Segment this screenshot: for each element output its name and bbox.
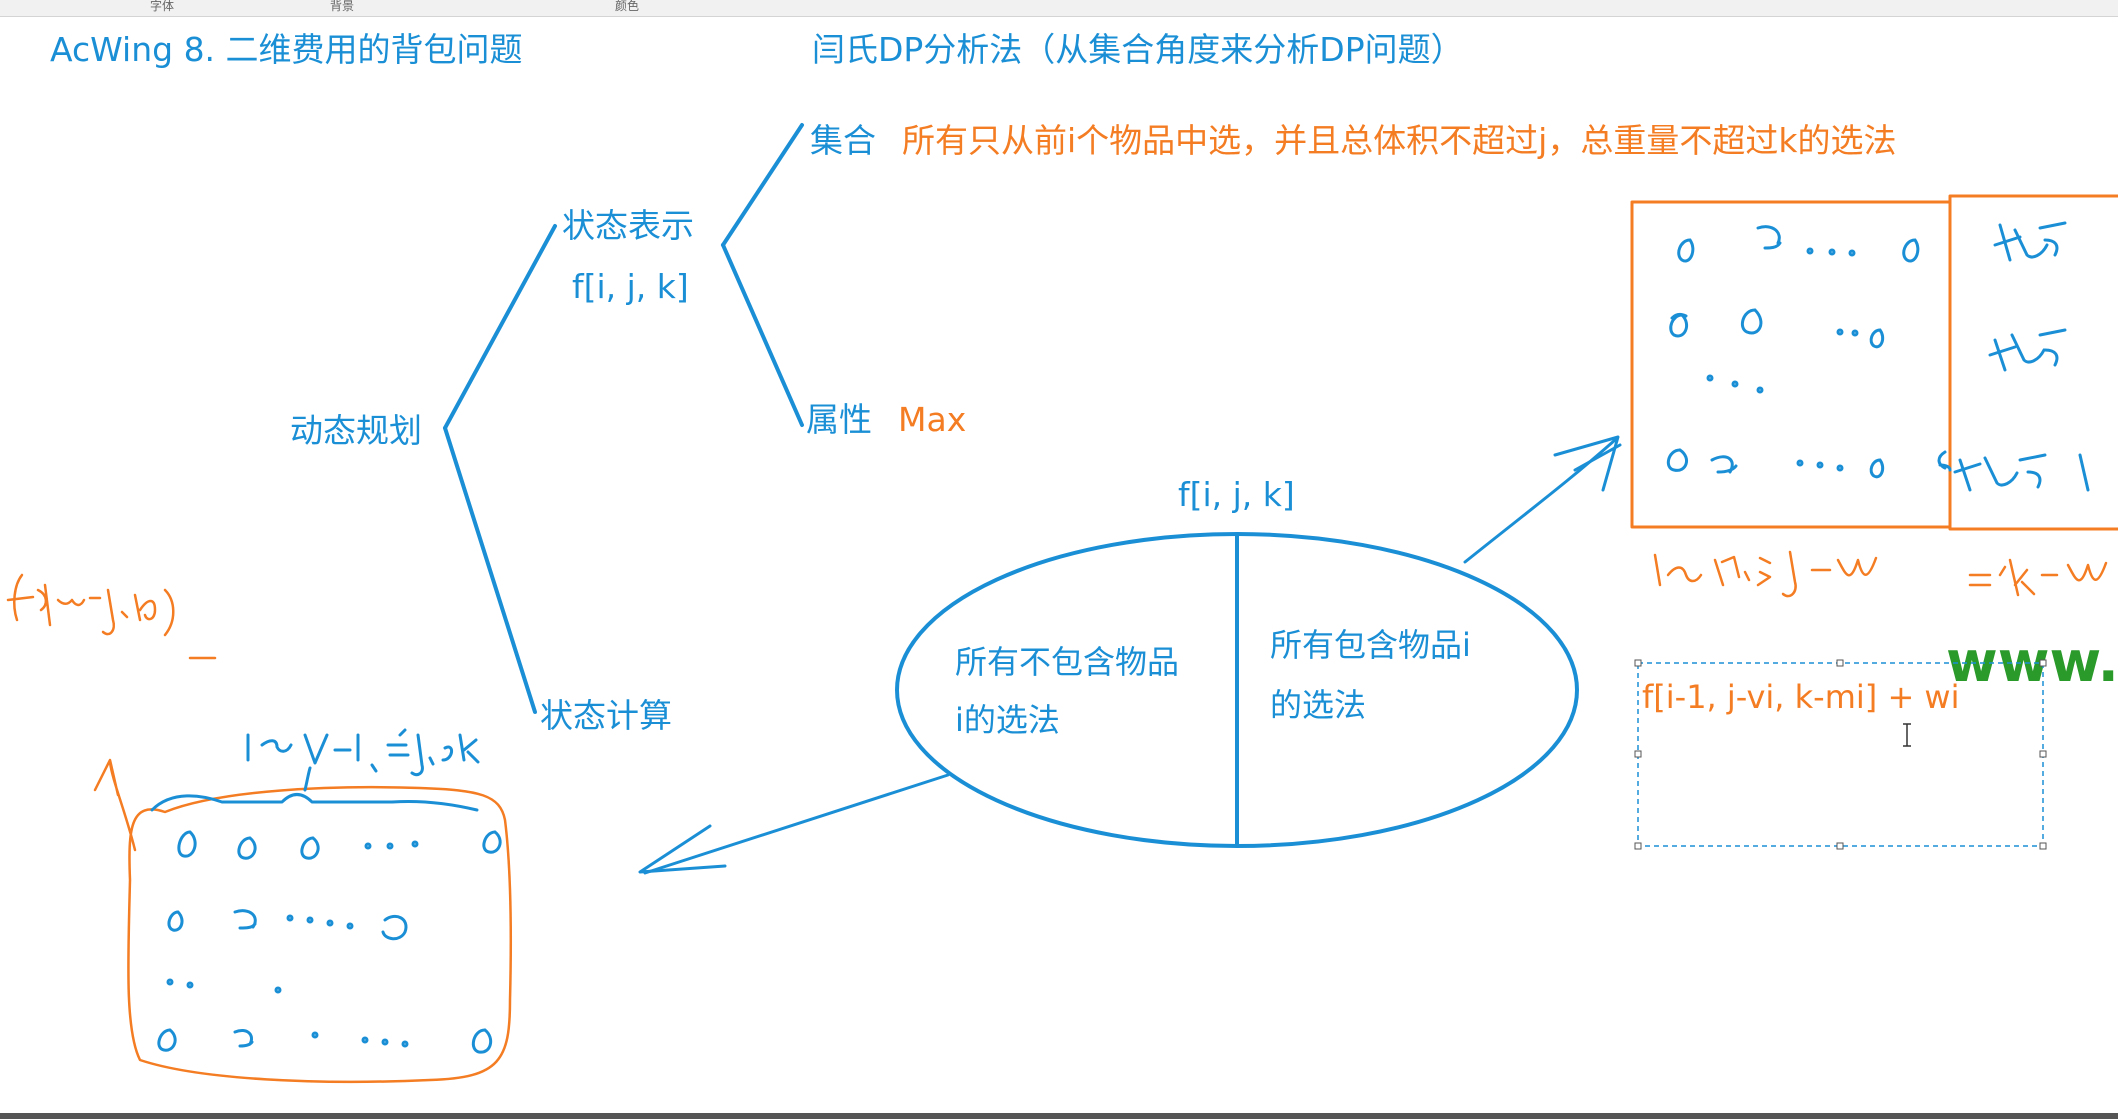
text-cursor-icon [1903, 723, 1911, 747]
branch-root-to-state-calc [443, 426, 537, 714]
transition-formula[interactable]: f[i-1, j-vi, k-mi] + wi [1642, 678, 1959, 716]
arrow-to-right-matrix [1463, 435, 1622, 564]
formula-selection-box[interactable] [1634, 659, 2047, 850]
left-formula-scribble [6, 573, 217, 660]
state-calc-label: 状态计算 [540, 696, 672, 735]
method-subtitle: 闫氏DP分析法（从集合角度来分析DP问题） [812, 30, 1464, 69]
branch-root-to-state-repr [443, 224, 557, 430]
right-partition-line2: 的选法 [1270, 686, 1366, 724]
root-label: 动态规划 [290, 411, 422, 450]
attribute-value: Max [898, 400, 966, 439]
toolbar-strip: 字体 背景 颜色 [0, 0, 2118, 17]
right-matrix-scribbles [1666, 225, 1952, 479]
branch-repr-to-attr [721, 243, 804, 427]
attribute-label: 属性 [806, 400, 872, 439]
toolbar-label-color[interactable]: 颜色 [615, 0, 640, 13]
branch-repr-to-set [721, 123, 804, 247]
set-label: 集合 [810, 121, 876, 160]
page-title: AcWing 8. 二维费用的背包问题 [50, 30, 523, 69]
toolbar-label-font[interactable]: 字体 [150, 0, 175, 13]
left-matrix [93, 728, 513, 1084]
items-scribbles [1953, 221, 2090, 492]
bottom-status-strip [0, 1113, 2118, 1119]
left-partition-line2: i的选法 [955, 701, 1060, 739]
right-partition-line1: 所有包含物品i [1270, 626, 1471, 664]
state-repr-formula: f[i, j, k] [572, 267, 689, 306]
set-description: 所有只从前i个物品中选，并且总体积不超过j，总重量不超过k的选法 [902, 121, 1896, 160]
state-repr-label: 状态表示 [562, 206, 694, 245]
right-items-box [1948, 194, 2118, 531]
arrow-to-left-matrix [638, 773, 950, 875]
left-partition-line1: 所有不包含物品 [955, 643, 1179, 681]
right-constraint-notes [1653, 550, 2108, 598]
ellipse-label: f[i, j, k] [1178, 475, 1295, 514]
toolbar-label-background[interactable]: 背景 [330, 0, 355, 13]
